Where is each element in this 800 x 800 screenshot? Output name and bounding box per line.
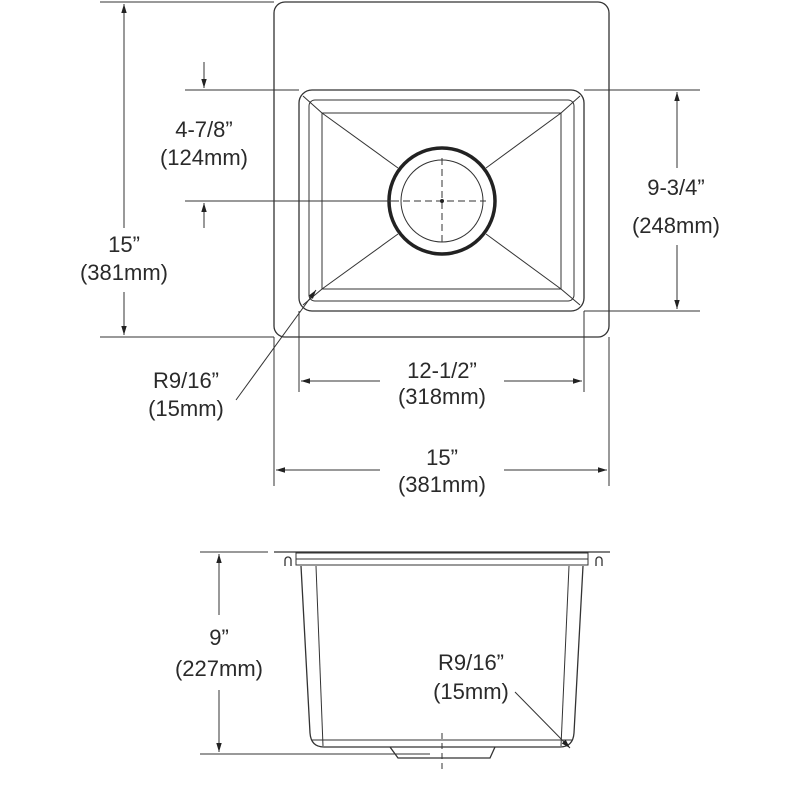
bowl-height-dimension: 9” (227mm) <box>175 551 430 755</box>
overall-depth-dimension: 15” (381mm) <box>80 1 274 338</box>
bowl-height-mm: (227mm) <box>175 656 263 681</box>
drain-icon <box>387 146 497 256</box>
mounting-clip-icon <box>284 556 603 566</box>
overall-depth-inches: 15” <box>108 232 140 257</box>
bowl-depth-dimension: 9-3/4” (248mm) <box>584 89 720 312</box>
corner-radius-callout: R9/16” (15mm) <box>148 289 317 421</box>
bowl-height-inches: 9” <box>209 625 229 650</box>
bowl-depth-inches: 9-3/4” <box>647 175 704 200</box>
corner-radius-mm: (15mm) <box>148 396 224 421</box>
corner-radius-inches: R9/16” <box>153 368 219 393</box>
drain-offset-inches: 4-7/8” <box>175 117 232 142</box>
side-corner-radius-mm: (15mm) <box>433 679 509 704</box>
bowl-depth-mm: (248mm) <box>632 213 720 238</box>
overall-depth-mm: (381mm) <box>80 260 168 285</box>
drain-offset-mm: (124mm) <box>160 145 248 170</box>
side-corner-radius-callout: R9/16” (15mm) <box>433 650 571 749</box>
sink-deck-outline <box>273 1 610 338</box>
side-view: 9” (227mm) R9/16” (15mm) <box>175 551 610 772</box>
overall-width-mm: (381mm) <box>398 472 486 497</box>
bowl-width-mm: (318mm) <box>398 384 486 409</box>
bowl-outline <box>298 89 585 312</box>
bowl-profile <box>300 565 584 772</box>
overall-width-dimension: 15” (381mm) <box>273 337 610 497</box>
drain-offset-dimension: 4-7/8” (124mm) <box>160 62 392 228</box>
drain-outlet <box>389 746 496 759</box>
side-corner-radius-inches: R9/16” <box>438 650 504 675</box>
overall-width-inches: 15” <box>426 445 458 470</box>
top-view: 15” (381mm) 4-7/8” (124mm) 9-3/4” (248mm… <box>80 1 720 497</box>
bowl-width-inches: 12-1/2” <box>407 358 477 383</box>
bowl-width-dimension: 12-1/2” (318mm) <box>298 311 585 409</box>
